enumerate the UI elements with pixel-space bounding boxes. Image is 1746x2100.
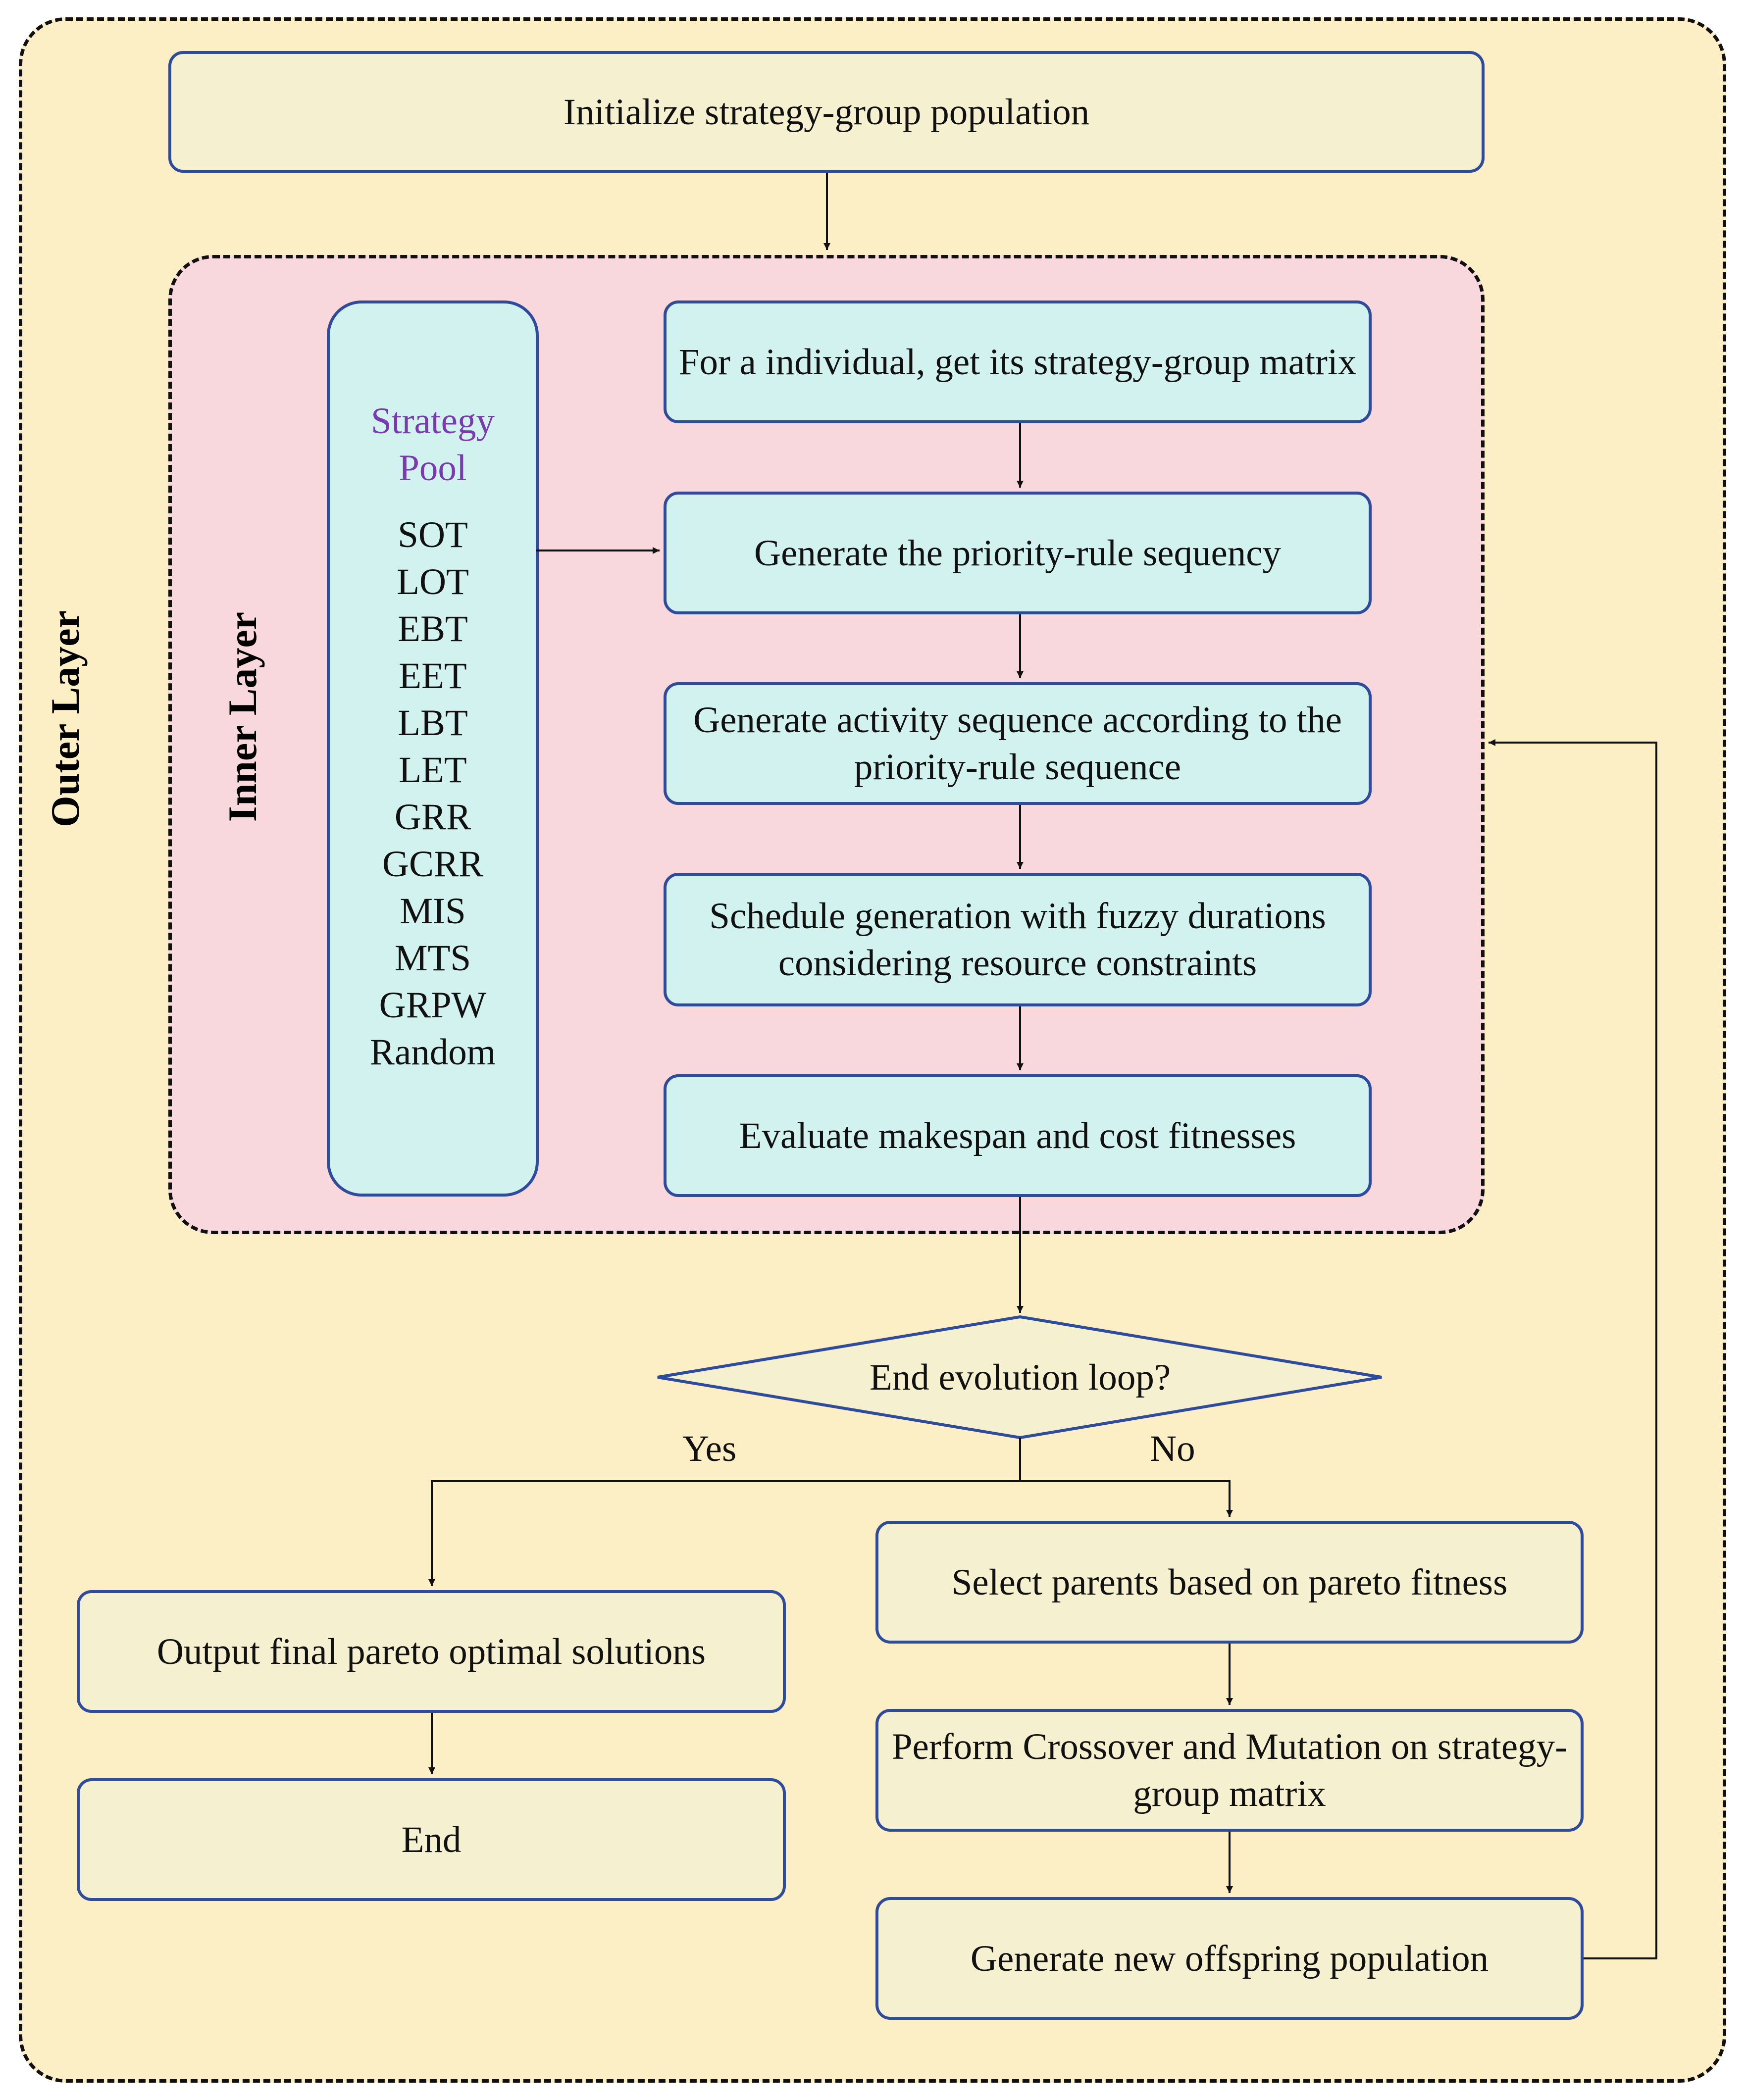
strategy-rule-random: Random [369,1032,496,1073]
strategy-rule-sot: SOT [398,514,468,555]
strategy-rule-lbt: LBT [398,702,468,744]
get-matrix-step: For a individual, get its strategy-group… [664,300,1372,423]
select-parents-step: Select parents based on pareto fitness [875,1521,1584,1644]
generate-offspring-step: Generate new offspring population [875,1897,1584,2020]
init-population-step: Initialize strategy-group population [168,51,1485,173]
strategy-rule-grr: GRR [394,797,471,838]
arrow-no-branch [1020,1480,1233,1517]
strategy-rule-gcrr: GCRR [382,844,484,885]
crossover-mutation-step: Perform Crossover and Mutation on strate… [875,1709,1584,1832]
strategy-pool-title: Strategy Pool [371,400,495,489]
end-step: End [77,1778,786,1901]
evaluate-fitness-step: Evaluate makespan and cost fitnesses [664,1074,1372,1197]
yes-label: Yes [682,1428,737,1469]
decision-diamond [657,1315,1382,1440]
strategy-pool-list: SOT LOT EBT EET LBT LET GRR GCRR MIS MTS GRPW Rando… [330,511,536,1076]
strategy-rule-mts: MTS [394,938,471,979]
strategy-pool: Strategy Pool SOT LOT EBT EET LBT LET GRR GCRR M… [327,300,539,1197]
strategy-rule-eet: EET [399,655,467,697]
strategy-rule-mis: MIS [400,891,466,932]
arrow-yes-branch [428,1438,1021,1586]
strategy-rule-let: LET [399,750,467,791]
no-label: No [1150,1428,1195,1469]
generate-activity-step: Generate activity sequence according to … [664,682,1372,805]
strategy-rule-ebt: EBT [398,608,468,650]
generate-priority-step: Generate the priority-rule sequency [664,492,1372,614]
decision-label: End evolution loop? [869,1357,1171,1398]
arrow-offspring-loop-back [1489,739,1657,1959]
output-solutions-step: Output final pareto optimal solutions [77,1590,786,1713]
strategy-rule-grpw: GRPW [379,985,487,1026]
strategy-rule-lot: LOT [397,561,469,602]
schedule-generation-step: Schedule generation with fuzzy durations… [664,873,1372,1006]
